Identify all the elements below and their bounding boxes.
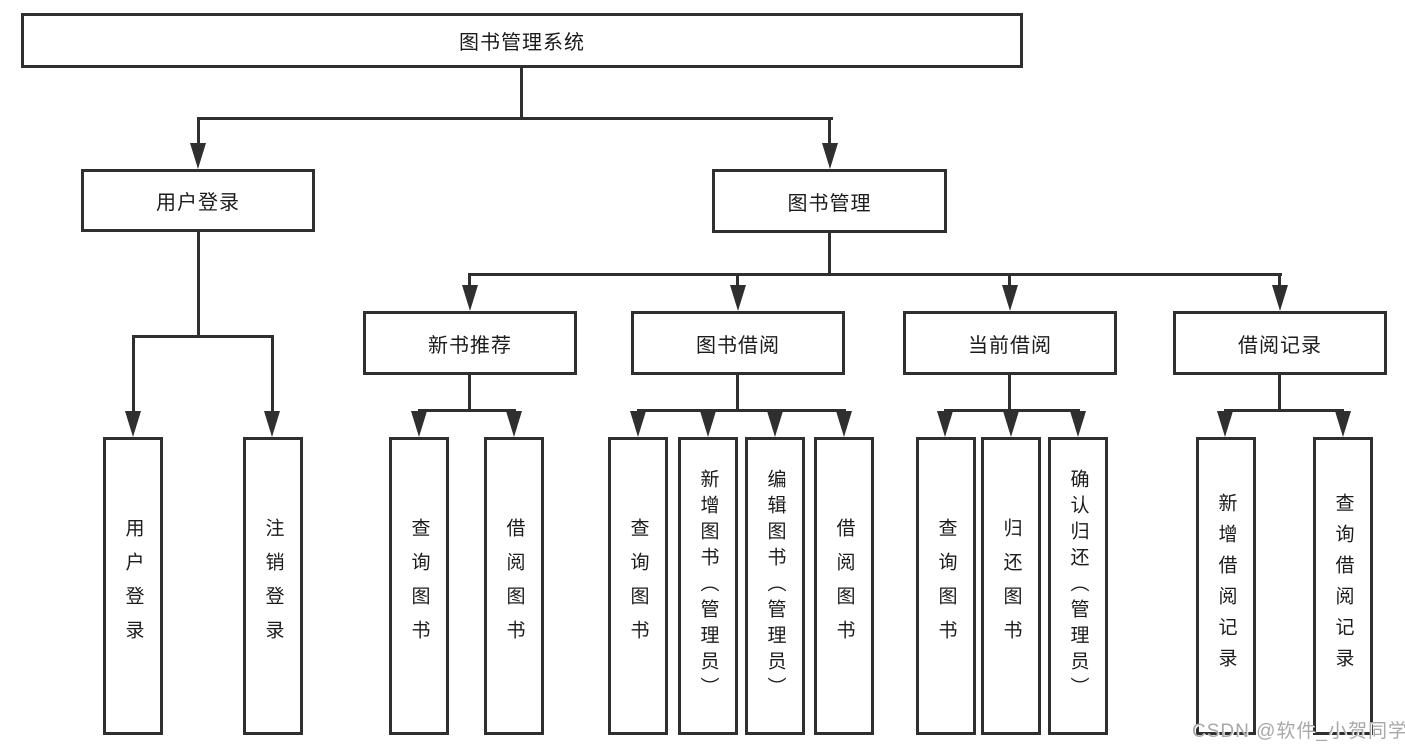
arrowhead-down	[411, 411, 427, 437]
node-label: 确认归还（管理员）	[1067, 469, 1089, 703]
leaf-add-borrow-record: 新增借阅记录	[1196, 437, 1256, 735]
node-book-borrowing: 图书借阅	[631, 311, 845, 375]
connector-book-mgmt-stem	[828, 233, 831, 273]
node-label: 用户登录	[156, 192, 240, 214]
connector-user-login-stem	[197, 232, 200, 335]
node-label: 查询图书	[408, 518, 430, 654]
leaf-query-borrow-record: 查询借阅记录	[1313, 437, 1373, 735]
arrowhead-down	[822, 143, 838, 169]
connector-stem	[197, 117, 200, 145]
leaf-logout: 注销登录	[243, 437, 303, 735]
connector-group-stem	[736, 375, 739, 412]
connector-stem	[271, 335, 274, 413]
node-label: 借阅图书	[833, 518, 855, 654]
arrowhead-down	[1217, 411, 1233, 437]
node-label: 查询图书	[627, 518, 649, 654]
leaf-return-book: 归还图书	[981, 437, 1041, 735]
arrowhead-down	[700, 411, 716, 437]
arrowhead-down	[630, 411, 646, 437]
connector-group-bracket	[418, 409, 516, 412]
node-book-management: 图书管理	[712, 169, 947, 233]
arrowhead-down	[125, 411, 141, 437]
leaf-query-books-borrowing: 查询图书	[608, 437, 668, 735]
node-label: 当前借阅	[968, 334, 1052, 357]
leaf-query-books-recommend: 查询图书	[389, 437, 449, 735]
arrowhead-down	[1003, 411, 1019, 437]
arrowhead-down	[1070, 411, 1086, 437]
connector-group-stem	[1008, 375, 1011, 412]
node-label: 查询借阅记录	[1332, 493, 1354, 679]
arrowhead-down	[506, 411, 522, 437]
arrowhead-down	[1002, 285, 1018, 311]
connector-stem	[828, 117, 831, 145]
connector-level3-bracket	[469, 273, 1282, 276]
node-label: 注销登录	[262, 518, 284, 654]
connector-stem	[1008, 273, 1011, 287]
connector-group-stem	[468, 375, 471, 412]
node-label: 用户登录	[122, 518, 144, 654]
connector-root-stem	[520, 68, 523, 117]
node-label: 借阅记录	[1238, 334, 1322, 357]
leaf-edit-book-admin: 编辑图书（管理员）	[745, 437, 805, 735]
arrowhead-down	[462, 285, 478, 311]
node-label: 图书管理系统	[459, 32, 585, 54]
node-user-login: 用户登录	[81, 169, 315, 232]
connector-group-bracket	[1224, 409, 1344, 412]
connector-user-login-bracket	[132, 335, 274, 338]
arrowhead-down	[264, 411, 280, 437]
node-label: 新增图书（管理员）	[697, 469, 719, 703]
connector-stem	[1278, 273, 1281, 287]
leaf-borrow-books: 借阅图书	[814, 437, 874, 735]
node-label: 新书推荐	[428, 334, 512, 357]
connector-group-stem	[1278, 375, 1281, 412]
connector-stem	[736, 273, 739, 287]
connector-stem	[132, 335, 135, 413]
node-library-management-system: 图书管理系统	[21, 13, 1023, 68]
node-label: 归还图书	[1000, 518, 1022, 654]
leaf-confirm-return-admin: 确认归还（管理员）	[1048, 437, 1108, 735]
connector-group-bracket	[637, 409, 846, 412]
arrowhead-down	[836, 411, 852, 437]
connector-level2-bracket	[197, 117, 833, 120]
node-label: 图书借阅	[696, 334, 780, 357]
arrowhead-down	[767, 411, 783, 437]
leaf-query-books-current: 查询图书	[916, 437, 976, 735]
node-borrowing-records: 借阅记录	[1173, 311, 1387, 375]
watermark: CSDN @软件_小贺同学	[1192, 721, 1405, 742]
leaf-add-book-admin: 新增图书（管理员）	[678, 437, 738, 735]
arrowhead-down	[937, 411, 953, 437]
arrowhead-down	[730, 285, 746, 311]
node-label: 图书管理	[787, 192, 872, 215]
node-label: 新增借阅记录	[1215, 493, 1237, 679]
node-current-borrowing: 当前借阅	[903, 311, 1117, 375]
node-label: 编辑图书（管理员）	[764, 469, 786, 703]
node-label: 借阅图书	[503, 518, 525, 654]
arrowhead-down	[1272, 285, 1288, 311]
leaf-borrow-books-recommend: 借阅图书	[484, 437, 544, 735]
leaf-user-login: 用户登录	[103, 437, 163, 735]
arrowhead-down	[190, 143, 206, 169]
arrowhead-down	[1335, 411, 1351, 437]
node-new-book-recommendation: 新书推荐	[363, 311, 577, 375]
connector-group-bracket	[944, 409, 1080, 412]
connector-stem	[468, 273, 471, 287]
node-label: 查询图书	[935, 518, 957, 654]
